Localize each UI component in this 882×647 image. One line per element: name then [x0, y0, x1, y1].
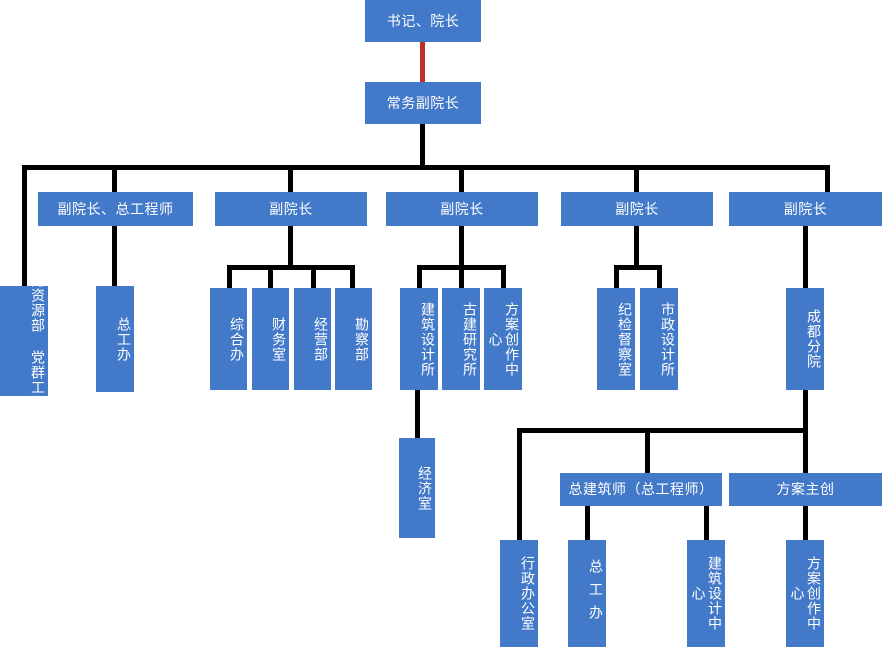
node-survey-dept[interactable]: 勘察部 [335, 288, 372, 390]
node-operations-dept[interactable]: 经营部 [294, 288, 331, 390]
node-chief-engineer-office[interactable]: 总工办 [96, 286, 134, 392]
connector-main-bus [22, 165, 830, 170]
node-finance-office[interactable]: 财务室 [252, 288, 289, 390]
connector-arch-design-inst-to-economics-office [415, 390, 420, 438]
connector-vp3-to-arch-design-inst [417, 265, 422, 288]
node-exec-vice-president[interactable]: 常务副院长 [365, 82, 481, 124]
connector-vp5-to-chengdu-branch [803, 225, 808, 288]
node-chief-architect-chief-engineer[interactable]: 总建筑师（总工程师） [560, 473, 722, 506]
connector-chief-architect-to-cd-chief-eng-office [585, 505, 590, 540]
connector-bus-to-vp4 [634, 165, 639, 192]
connector-chengdu-to-scheme-lead [803, 428, 808, 473]
connector-vp2-down [288, 225, 293, 268]
node-vice-president-5[interactable]: 副院长 [729, 192, 882, 226]
connector-vp2-bus [227, 265, 355, 270]
connector-chengdu-branch-down [803, 390, 808, 433]
connector-vp2-to-operations-dept [311, 265, 316, 288]
connector-vp4-down [634, 225, 639, 268]
node-general-office[interactable]: 综合办 [210, 288, 247, 390]
connector-vp3-down [459, 225, 464, 268]
node-architectural-design-institute[interactable]: 建筑设计所 [400, 288, 438, 390]
node-vice-president-2[interactable]: 副院长 [215, 192, 367, 226]
connector-vp4-to-municipal-inst [657, 265, 662, 288]
connector-vp2-to-survey-dept [350, 265, 355, 288]
connector-vp4-to-discipline-office [614, 265, 619, 288]
connector-bus-to-vp5 [825, 165, 830, 192]
connector-vp2-to-general-office [227, 265, 232, 288]
node-chengdu-branch[interactable]: 成都分院 [786, 288, 824, 390]
connector-bus-to-vp2 [288, 165, 293, 192]
node-ancient-architecture-research-institute[interactable]: 古建研究所 [442, 288, 480, 390]
connector-scheme-lead-to-cd-scheme-center [803, 505, 808, 540]
connector-vp3-to-scheme-center [501, 265, 506, 288]
node-municipal-design-institute[interactable]: 市政设计所 [640, 288, 678, 390]
connector-vp2-to-finance-office [268, 265, 273, 288]
node-discipline-inspection-office[interactable]: 纪检督察室 [597, 288, 635, 390]
node-scheme-creation-center[interactable]: 方案创作中心 [484, 288, 522, 390]
node-architectural-design-center[interactable]: 建筑设计中心 [687, 540, 725, 647]
connector-bus-to-hr-party [22, 165, 27, 287]
node-administrative-office[interactable]: 行政办公室 [500, 540, 538, 647]
node-vice-president-4[interactable]: 副院长 [561, 192, 713, 226]
node-vice-president-chief-engineer[interactable]: 副院长、总工程师 [38, 192, 193, 226]
connector-chengdu-to-chief-architect [645, 428, 650, 473]
connector-bus-to-vp3 [459, 165, 464, 192]
connector-root-to-exec-vp [420, 40, 425, 82]
connector-vp4-bus [614, 265, 662, 270]
connector-chief-architect-to-arch-design-center [704, 505, 709, 540]
connector-bus-to-vp1 [112, 165, 117, 192]
connector-vp3-to-ancient-arch-inst [459, 265, 464, 288]
connector-chengdu-to-admin-office [517, 428, 522, 540]
node-root[interactable]: 书记、院长 [365, 0, 481, 42]
node-scheme-lead[interactable]: 方案主创 [729, 473, 882, 506]
connector-vp1-to-chief-eng-office [112, 225, 117, 287]
node-vice-president-3[interactable]: 副院长 [386, 192, 538, 226]
node-hr-and-party-work-dept[interactable]: 人力资源部 党群工作部 [0, 258, 48, 425]
node-chengdu-scheme-creation-center[interactable]: 方案创作中心 [786, 540, 824, 647]
connector-exec-vp-down [420, 123, 425, 169]
node-chengdu-chief-engineer-office[interactable]: 总工办 [568, 540, 606, 647]
node-economics-office[interactable]: 经济室 [399, 438, 435, 538]
connector-chengdu-bus [517, 428, 808, 433]
